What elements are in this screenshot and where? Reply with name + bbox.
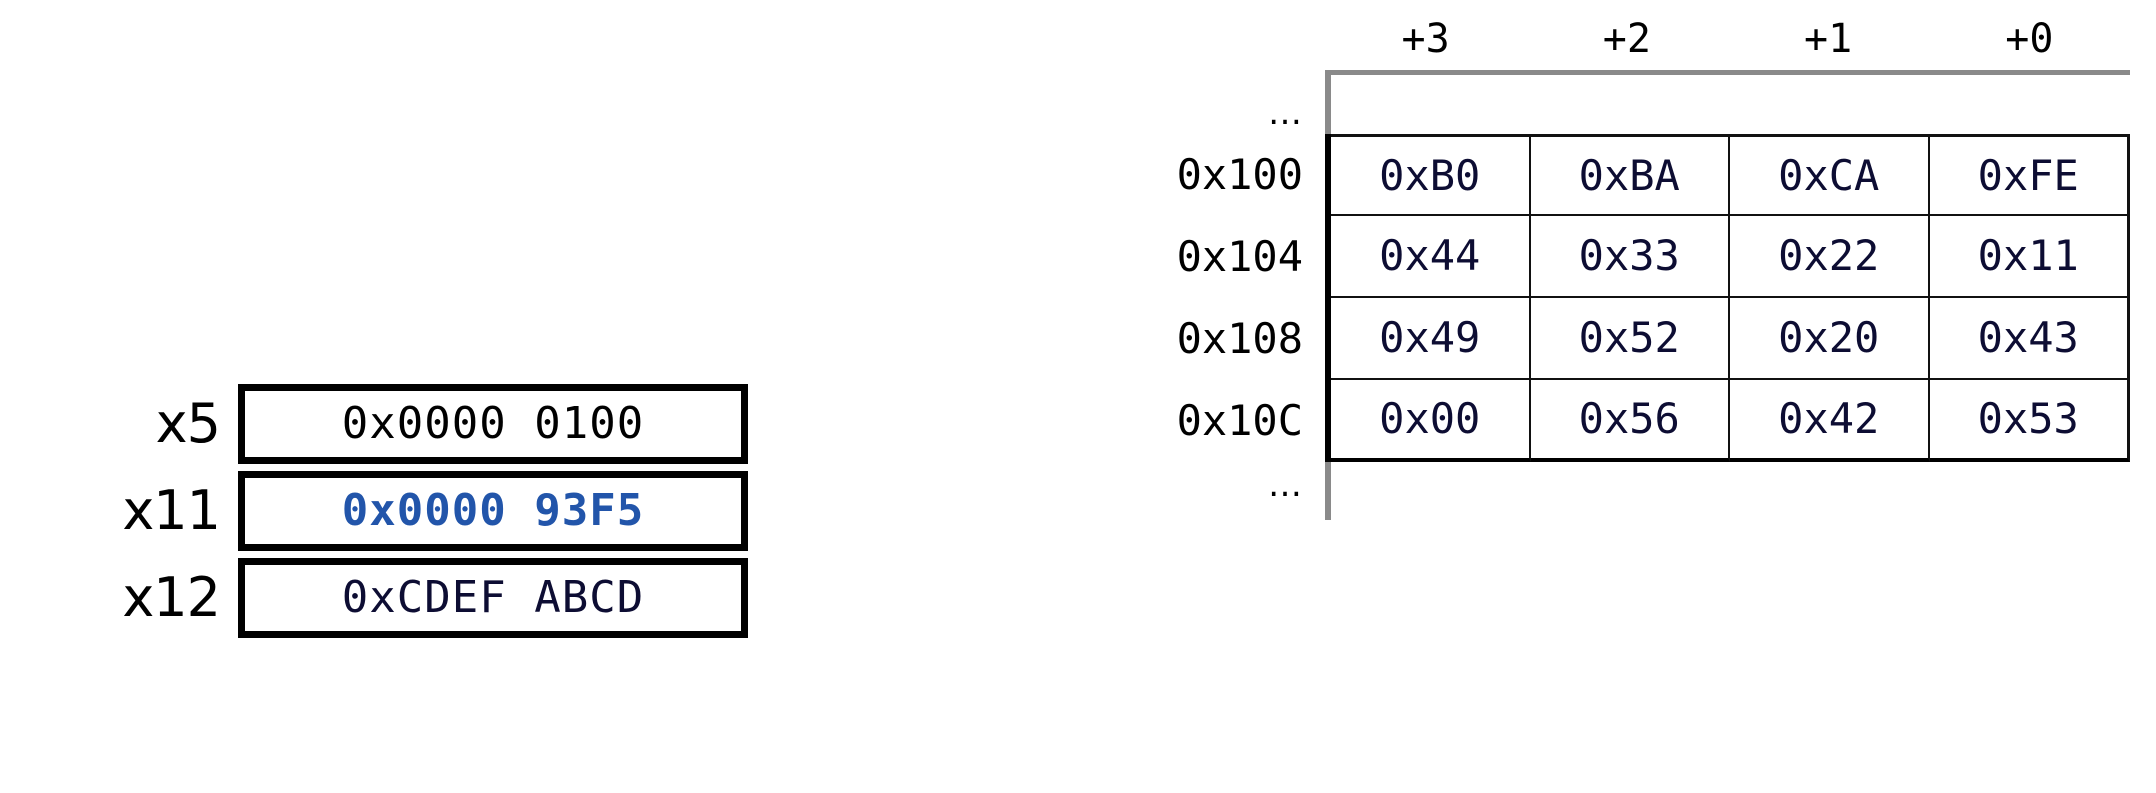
memory-row: 0x10C 0x00 0x56 0x42 0x53	[1140, 380, 2130, 462]
memory-cell[interactable]: 0x44	[1331, 216, 1531, 298]
register-value-x5: 0x0000 0100	[341, 398, 645, 449]
memory-cell[interactable]: 0x56	[1530, 380, 1730, 462]
memory-cell[interactable]: 0x42	[1730, 380, 1930, 462]
memory-cell[interactable]: 0x22	[1730, 216, 1930, 298]
memory-column-header-row: +3 +2 +1 +0	[1140, 8, 2130, 70]
memory-row: 0x100 0xB0 0xBA 0xCA 0xFE	[1140, 134, 2130, 216]
memory-cell[interactable]: 0xBA	[1530, 134, 1730, 216]
register-value-x11: 0x0000 93F5	[341, 485, 645, 536]
register-label-x5: x5	[155, 392, 221, 455]
memory-byte-cells: 0xB0 0xBA 0xCA 0xFE	[1325, 134, 2130, 216]
memory-cell[interactable]: 0x11	[1929, 216, 2130, 298]
memory-byte-cells: 0x00 0x56 0x42 0x53	[1325, 380, 2130, 462]
memory-cell[interactable]: 0x43	[1929, 298, 2130, 380]
memory-ellipsis-label-bottom: …	[1268, 465, 1303, 505]
memory-address-label-0x104: 0x104	[1176, 232, 1303, 281]
memory-continuation-rule-top	[1325, 70, 2130, 134]
memory-table: +3 +2 +1 +0 … 0x100 0xB0 0xBA 0xCA 0xFE …	[1140, 8, 2130, 520]
register-value-x12: 0xCDEF ABCD	[341, 572, 645, 623]
register-label-x11: x11	[122, 479, 221, 542]
memory-address-label-0x10C: 0x10C	[1176, 396, 1303, 445]
memory-ellipsis-row-top: …	[1140, 70, 2130, 134]
register-box-x5[interactable]: 0x0000 0100	[238, 384, 748, 464]
register-row: x5 0x0000 0100	[0, 384, 1020, 464]
memory-row: 0x104 0x44 0x33 0x22 0x11	[1140, 216, 2130, 298]
register-box-x11[interactable]: 0x0000 93F5	[238, 471, 748, 551]
memory-byte-cells: 0x44 0x33 0x22 0x11	[1325, 216, 2130, 298]
memory-cell[interactable]: 0xFE	[1929, 134, 2130, 216]
memory-column-header-plus2: +2	[1602, 16, 1651, 62]
register-row: x11 0x0000 93F5	[0, 471, 1020, 551]
memory-cell[interactable]: 0x00	[1331, 380, 1531, 462]
memory-column-header-plus3: +3	[1401, 16, 1450, 62]
register-file: x5 0x0000 0100 x11 0x0000 93F5 x12 0xCDE…	[0, 384, 1020, 645]
register-label-x12: x12	[122, 566, 221, 629]
memory-cell[interactable]: 0x33	[1530, 216, 1730, 298]
memory-ellipsis-label-top: …	[1268, 93, 1303, 133]
register-row: x12 0xCDEF ABCD	[0, 558, 1020, 638]
memory-address-label-0x108: 0x108	[1176, 314, 1303, 363]
memory-ellipsis-row-bottom: …	[1140, 462, 2130, 520]
memory-column-header-plus1: +1	[1804, 16, 1853, 62]
memory-cell[interactable]: 0x49	[1331, 298, 1531, 380]
memory-continuation-rule-bottom	[1325, 462, 2130, 520]
memory-cell[interactable]: 0xB0	[1331, 134, 1531, 216]
memory-cell[interactable]: 0x53	[1929, 380, 2130, 462]
memory-address-label-0x100: 0x100	[1176, 150, 1303, 199]
memory-column-header-plus0: +0	[2005, 16, 2054, 62]
memory-cell[interactable]: 0x52	[1530, 298, 1730, 380]
memory-cell[interactable]: 0xCA	[1730, 134, 1930, 216]
register-box-x12[interactable]: 0xCDEF ABCD	[238, 558, 748, 638]
memory-row: 0x108 0x49 0x52 0x20 0x43	[1140, 298, 2130, 380]
memory-byte-cells: 0x49 0x52 0x20 0x43	[1325, 298, 2130, 380]
memory-cell[interactable]: 0x20	[1730, 298, 1930, 380]
